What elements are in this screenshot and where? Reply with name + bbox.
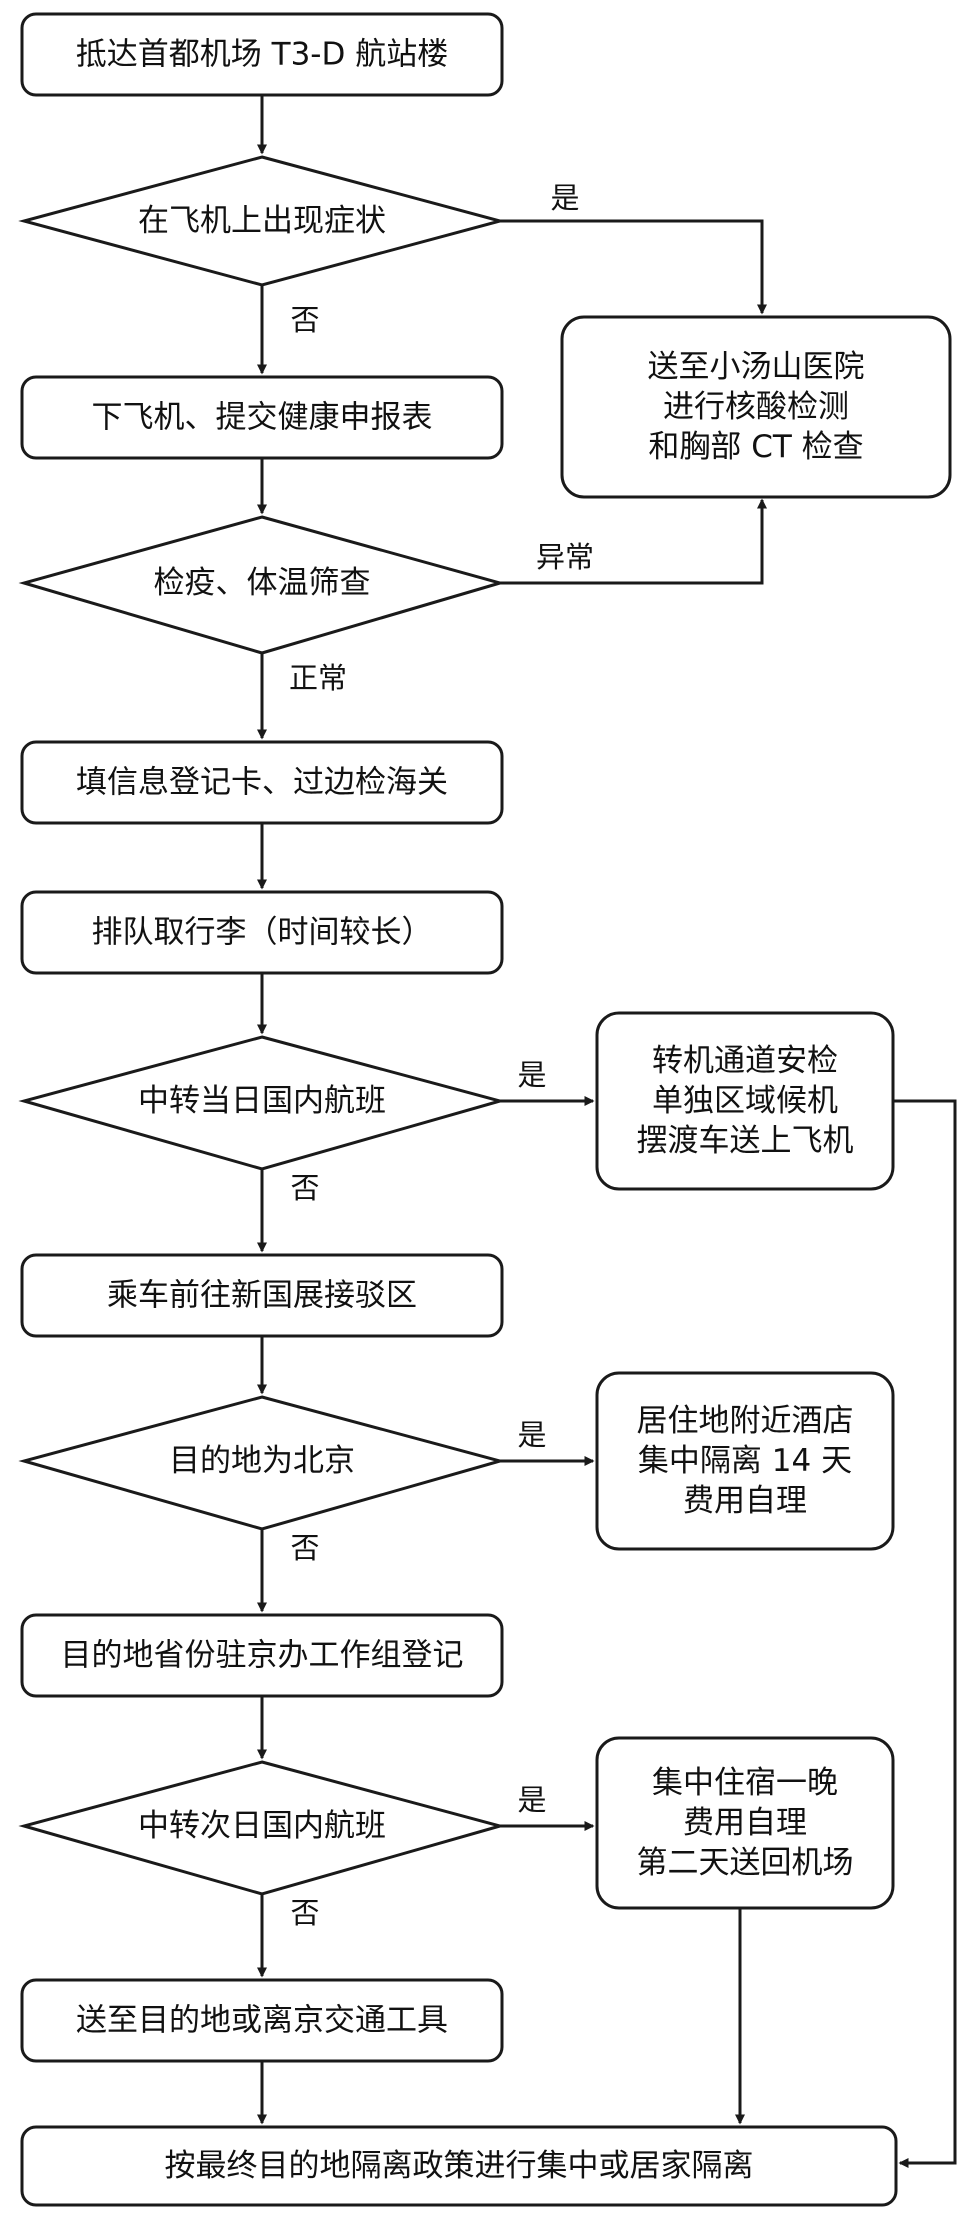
svg-text:乘车前往新国展接驳区: 乘车前往新国展接驳区 bbox=[107, 1278, 417, 1314]
node-label-line: 乘车前往新国展接驳区 bbox=[107, 1278, 417, 1314]
node-transfer-procedure: 转机通道安检单独区域候机摆渡车送上飞机 bbox=[595, 1011, 895, 1191]
label-dest-beijing-no: 否 bbox=[290, 1531, 319, 1565]
edge-screening-hospital bbox=[500, 498, 767, 585]
node-label-line: 中转次日国内航班 bbox=[138, 1808, 386, 1844]
node-label-line: 单独区域候机 bbox=[652, 1083, 838, 1119]
svg-text:送至目的地或离京交通工具: 送至目的地或离京交通工具 bbox=[76, 2003, 448, 2039]
node-label-line: 下飞机、提交健康申报表 bbox=[92, 400, 433, 436]
node-label-line: 在飞机上出现症状 bbox=[138, 203, 386, 239]
node-customs: 填信息登记卡、过边检海关 bbox=[20, 740, 504, 825]
node-final-quarantine: 按最终目的地隔离政策进行集中或居家隔离 bbox=[20, 2125, 898, 2207]
node-label-line: 检疫、体温筛查 bbox=[154, 565, 371, 601]
svg-text:排队取行李（时间较长）: 排队取行李（时间较长） bbox=[92, 915, 433, 951]
node-label-line: 费用自理 bbox=[683, 1483, 807, 1519]
edge-labels: 是 否 异常 正常 是 否 是 否 是 否 bbox=[289, 181, 594, 1930]
node-baggage: 排队取行李（时间较长） bbox=[20, 890, 504, 975]
decision-transfer-next-day: 中转次日国内航班 bbox=[18, 1760, 506, 1896]
svg-text:按最终目的地隔离政策进行集中或居家隔离: 按最终目的地隔离政策进行集中或居家隔离 bbox=[165, 2148, 754, 2184]
label-symptoms-no: 否 bbox=[290, 303, 319, 337]
svg-text:目的地为北京: 目的地为北京 bbox=[169, 1443, 355, 1479]
label-transfer-next-yes: 是 bbox=[517, 1783, 546, 1817]
node-label-line: 集中隔离 14 天 bbox=[638, 1443, 852, 1479]
edge-transfer-proc-final bbox=[893, 1099, 957, 2168]
node-overnight: 集中住宿一晚费用自理第二天送回机场 bbox=[595, 1736, 895, 1910]
node-label-line: 进行核酸检测 bbox=[663, 389, 849, 425]
node-label-line: 填信息登记卡、过边检海关 bbox=[76, 765, 448, 801]
node-label-line: 费用自理 bbox=[683, 1805, 807, 1841]
node-send-off: 送至目的地或离京交通工具 bbox=[20, 1978, 504, 2063]
svg-text:中转次日国内航班: 中转次日国内航班 bbox=[138, 1808, 386, 1844]
label-screening-abnormal: 异常 bbox=[536, 540, 594, 574]
svg-text:集中住宿一晚费用自理第二天送回机场: 集中住宿一晚费用自理第二天送回机场 bbox=[637, 1765, 854, 1881]
edges bbox=[257, 95, 957, 2168]
decision-screening: 检疫、体温筛查 bbox=[18, 515, 506, 655]
node-label-line: 目的地省份驻京办工作组登记 bbox=[61, 1638, 464, 1674]
svg-text:抵达首都机场 T3-D 航站楼: 抵达首都机场 T3-D 航站楼 bbox=[76, 37, 448, 73]
node-label-line: 送至目的地或离京交通工具 bbox=[76, 2003, 448, 2039]
node-label-line: 送至小汤山医院 bbox=[648, 349, 865, 385]
node-arrive: 抵达首都机场 T3-D 航站楼 bbox=[20, 12, 504, 97]
label-transfer-same-yes: 是 bbox=[517, 1058, 546, 1092]
node-label-line: 转机通道安检 bbox=[652, 1043, 838, 1079]
label-dest-beijing-yes: 是 bbox=[517, 1418, 546, 1452]
node-hospital: 送至小汤山医院进行核酸检测和胸部 CT 检查 bbox=[560, 315, 952, 499]
label-symptoms-yes: 是 bbox=[550, 181, 579, 215]
node-disembark: 下飞机、提交健康申报表 bbox=[20, 375, 504, 460]
svg-text:送至小汤山医院进行核酸检测和胸部 CT 检查: 送至小汤山医院进行核酸检测和胸部 CT 检查 bbox=[648, 349, 865, 465]
nodes: 抵达首都机场 T3-D 航站楼 在飞机上出现症状 送至小汤山医院进行核酸检测和胸… bbox=[18, 12, 952, 2207]
node-label-line: 集中住宿一晚 bbox=[652, 1765, 838, 1801]
node-label-line: 目的地为北京 bbox=[169, 1443, 355, 1479]
node-label-line: 排队取行李（时间较长） bbox=[92, 915, 433, 951]
node-label-line: 按最终目的地隔离政策进行集中或居家隔离 bbox=[165, 2148, 754, 2184]
node-hotel-quarantine: 居住地附近酒店集中隔离 14 天费用自理 bbox=[595, 1371, 895, 1551]
node-label-line: 抵达首都机场 T3-D 航站楼 bbox=[76, 37, 448, 73]
label-transfer-next-no: 否 bbox=[290, 1896, 319, 1930]
svg-text:下飞机、提交健康申报表: 下飞机、提交健康申报表 bbox=[92, 400, 433, 436]
node-label-line: 居住地附近酒店 bbox=[637, 1403, 854, 1439]
decision-transfer-same-day: 中转当日国内航班 bbox=[18, 1035, 506, 1171]
label-screening-normal: 正常 bbox=[289, 661, 347, 695]
svg-text:在飞机上出现症状: 在飞机上出现症状 bbox=[138, 203, 386, 239]
svg-text:目的地省份驻京办工作组登记: 目的地省份驻京办工作组登记 bbox=[61, 1638, 464, 1674]
svg-text:转机通道安检单独区域候机摆渡车送上飞机: 转机通道安检单独区域候机摆渡车送上飞机 bbox=[637, 1043, 854, 1159]
edge-symptoms-hospital bbox=[500, 219, 767, 315]
node-label-line: 摆渡车送上飞机 bbox=[637, 1123, 854, 1159]
decision-destination-beijing: 目的地为北京 bbox=[18, 1395, 506, 1531]
svg-text:检疫、体温筛查: 检疫、体温筛查 bbox=[154, 565, 371, 601]
node-bus: 乘车前往新国展接驳区 bbox=[20, 1253, 504, 1338]
node-label-line: 中转当日国内航班 bbox=[138, 1083, 386, 1119]
node-label-line: 第二天送回机场 bbox=[637, 1845, 854, 1881]
svg-text:居住地附近酒店集中隔离 14 天费用自理: 居住地附近酒店集中隔离 14 天费用自理 bbox=[637, 1403, 854, 1519]
svg-text:填信息登记卡、过边检海关: 填信息登记卡、过边检海关 bbox=[76, 765, 448, 801]
node-label-line: 和胸部 CT 检查 bbox=[648, 429, 863, 465]
decision-symptoms: 在飞机上出现症状 bbox=[18, 155, 506, 287]
label-transfer-same-no: 否 bbox=[290, 1171, 319, 1205]
svg-text:中转当日国内航班: 中转当日国内航班 bbox=[138, 1083, 386, 1119]
node-register: 目的地省份驻京办工作组登记 bbox=[20, 1613, 504, 1698]
